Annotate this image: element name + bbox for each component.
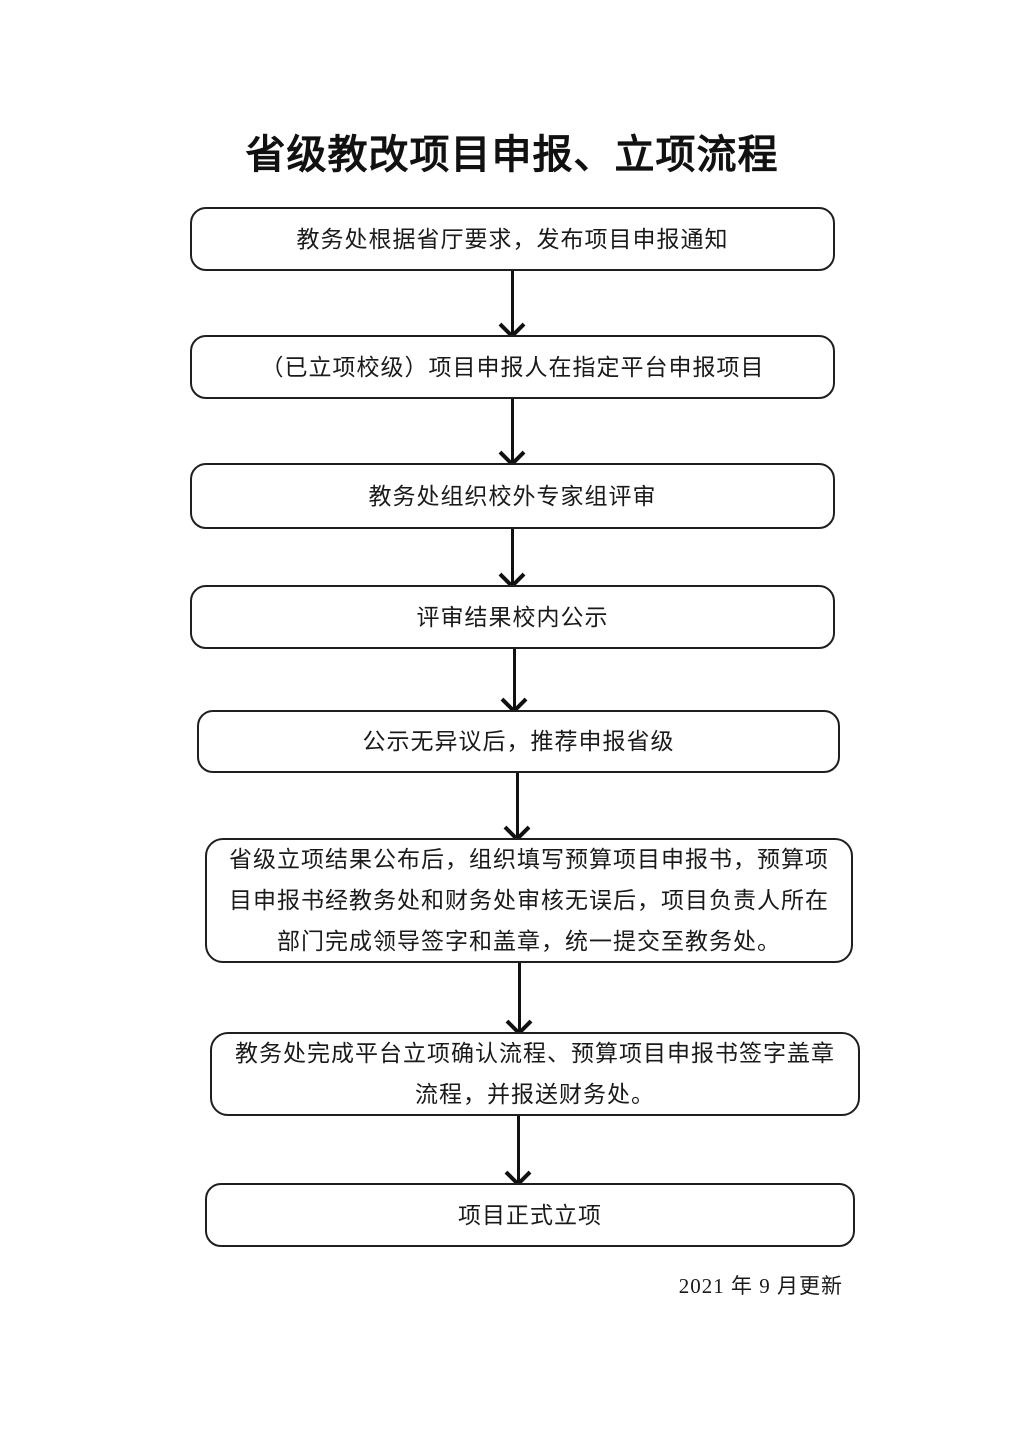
flow-step-campus-publicity: 评审结果校内公示 — [190, 585, 835, 649]
page-title: 省级教改项目申报、立项流程 — [245, 132, 779, 177]
arrow-down-icon — [517, 1116, 520, 1183]
flow-step-publish-notice: 教务处根据省厅要求，发布项目申报通知 — [190, 207, 835, 271]
arrow-down-icon — [511, 399, 514, 463]
flow-step-expert-review: 教务处组织校外专家组评审 — [190, 463, 835, 529]
arrow-down-icon — [518, 963, 521, 1032]
flow-step-project-established: 项目正式立项 — [205, 1183, 855, 1247]
arrow-down-icon — [516, 773, 519, 838]
arrow-down-icon — [511, 529, 514, 585]
arrow-down-icon — [511, 271, 514, 335]
flow-step-recommend-provincial: 公示无异议后，推荐申报省级 — [197, 710, 840, 773]
flow-step-confirmation-process: 教务处完成平台立项确认流程、预算项目申报书签字盖章流程，并报送财务处。 — [210, 1032, 860, 1116]
flow-step-apply-on-platform: （已立项校级）项目申报人在指定平台申报项目 — [190, 335, 835, 399]
flow-step-budget-application: 省级立项结果公布后，组织填写预算项目申报书，预算项目申报书经教务处和财务处审核无… — [205, 838, 853, 963]
update-date: 2021 年 9 月更新 — [678, 1274, 843, 1298]
arrow-down-icon — [513, 649, 516, 710]
